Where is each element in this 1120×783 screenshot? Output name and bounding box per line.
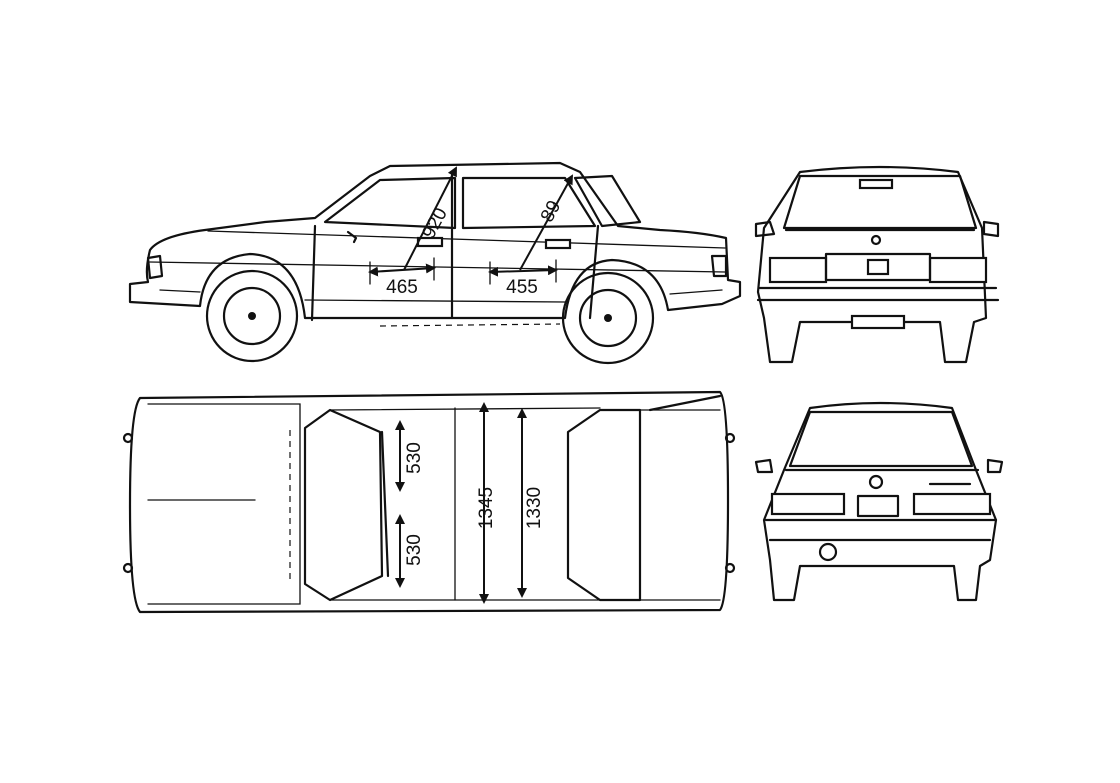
dim-line-rear-headroom [519,174,573,271]
dim-top-front-half-width: 530 [404,442,425,474]
side-windows [323,176,457,230]
side-front-door [310,224,317,322]
dim-rear-seat-depth: 455 [506,277,538,298]
dim-line-front-headroom [403,166,457,271]
dim-front-headroom: 920 [418,204,451,242]
side-front-wheel [205,269,299,363]
dim-front-seat-depth: 465 [386,277,418,298]
dim-line-rear-seat [488,265,558,277]
side-rear-wheel [561,271,655,365]
front-body-outline [756,165,988,364]
dim-top-rear-half-width: 530 [404,534,425,566]
dim-line-front-seat [368,263,436,277]
top-windshield [303,408,384,602]
top-body-outline [128,390,730,614]
dim-rear-headroom: 89 [537,197,565,226]
top-view: 530 530 1345 1330 [122,390,736,614]
side-body-outline [128,161,742,320]
dim-top-front-shoulder-width: 1345 [476,487,497,529]
dim-top-rear-shoulder-width: 1330 [524,487,545,529]
side-view: 920 89 465 455 [128,161,742,365]
rear-view [754,401,1004,602]
rear-body-outline [762,401,998,602]
front-view [754,165,1000,364]
